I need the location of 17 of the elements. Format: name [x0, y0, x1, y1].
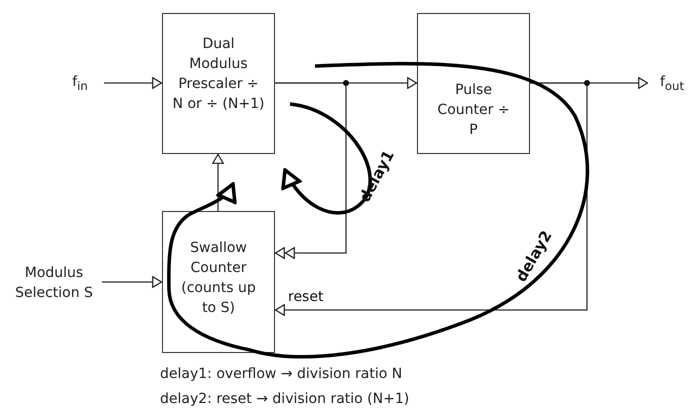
- note-text: delay1: overflow → division ratio N: [160, 366, 402, 382]
- signal-name: f$_{in}$: [71, 73, 89, 95]
- block-box: [162, 13, 275, 154]
- block-text: Swallow Counter (counts up to S): [180, 239, 257, 318]
- signal-arrow: [274, 82, 588, 316]
- delay-path-arrow: [167, 62, 589, 358]
- signal-arrow: [212, 154, 224, 211]
- signal-name: Modulus Selection S: [14, 264, 94, 303]
- delay-path-arrow: [282, 102, 372, 215]
- block-box: [417, 13, 530, 154]
- block-text: Dual Modulus Prescaler ÷ N or ÷ (N+1): [172, 35, 264, 114]
- signal-arrow: [102, 276, 162, 288]
- signal-arrow: [104, 77, 162, 89]
- note-text: delay2: reset → division ratio (N+1): [160, 391, 410, 407]
- block-text: Pulse Counter ÷ P: [436, 81, 511, 140]
- block-box: [162, 211, 275, 353]
- signal-name: f$_{out}$: [658, 73, 686, 95]
